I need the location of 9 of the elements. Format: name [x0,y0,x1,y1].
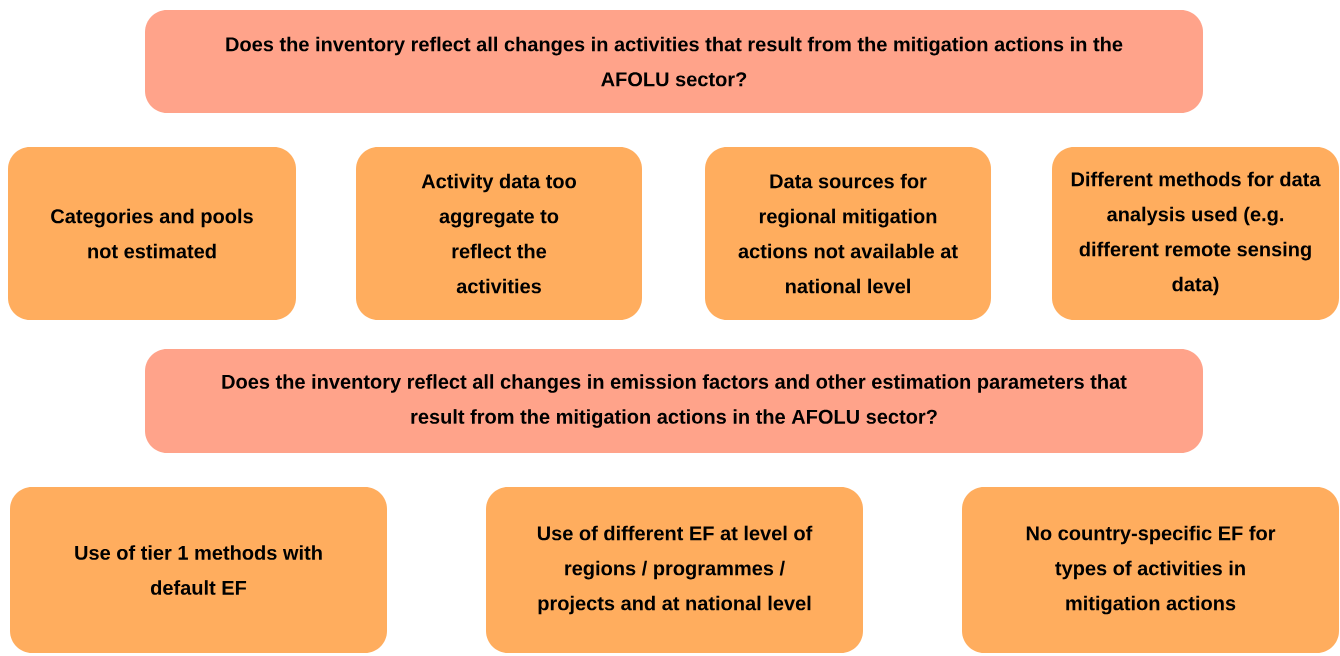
issue-box: Use of tier 1 methods with default EF [10,487,387,653]
question-box: Does the inventory reflect all changes in emission factors and other estimation parameters that result from the mitigation actions in the AFOLU sector? [145,349,1203,453]
issue-box: Different methods for data analysis used (e.g. different remote sensing data) [1052,147,1339,320]
question-box: Does the inventory reflect all changes in activities that result from the mitigation actions in the AFOLU sector? [145,10,1203,113]
issue-box: Categories and pools not estimated [8,147,296,320]
issue-box: Activity data too aggregate to reflect the activities [356,147,642,320]
issue-box: Data sources for regional mitigation actions not available at national level [705,147,991,320]
issue-box: Use of different EF at level of regions / programmes / projects and at national level [486,487,863,653]
issue-box: No country-specific EF for types of activities in mitigation actions [962,487,1339,653]
